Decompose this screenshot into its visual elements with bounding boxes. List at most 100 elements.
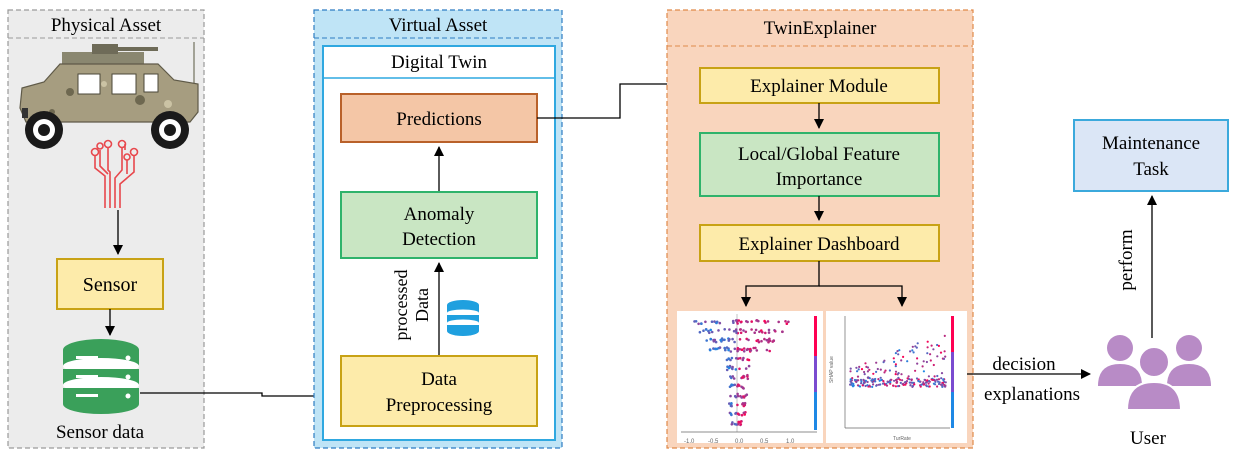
plot-dot — [733, 340, 736, 344]
plot-dot — [710, 330, 714, 334]
plot-dot — [894, 363, 898, 366]
plot-dot — [709, 337, 713, 341]
plot-dot — [911, 384, 915, 388]
plot-dot — [739, 423, 743, 426]
predictions-label: Predictions — [396, 109, 482, 130]
sensor-label: Sensor — [83, 274, 138, 296]
plot-dot — [730, 356, 734, 360]
plot-dot — [715, 321, 718, 325]
svg-text:SHAP value: SHAP value — [829, 356, 835, 383]
plot-dot — [874, 380, 877, 383]
plot-dot — [777, 320, 780, 324]
plot-dot — [746, 347, 750, 351]
plot-dot — [730, 404, 733, 408]
plot-dot — [864, 384, 867, 388]
plot-dot — [734, 412, 737, 415]
plot-dot — [864, 379, 868, 382]
plot-dot — [766, 320, 770, 323]
plot-dot — [928, 385, 931, 388]
svg-text:0.0: 0.0 — [735, 439, 744, 445]
plot-dot — [763, 337, 766, 341]
plot-dot — [932, 382, 936, 385]
plot-dot — [897, 385, 900, 388]
plot-dot — [728, 328, 731, 331]
plot-dot — [906, 377, 909, 380]
plot-dot — [732, 321, 735, 325]
plot-dot — [944, 384, 947, 387]
perform-label: perform — [1116, 229, 1137, 290]
plot-dot — [866, 384, 869, 387]
plot-dot — [875, 384, 878, 387]
svg-text:-0.5: -0.5 — [708, 439, 719, 445]
explainer-module-box: Explainer Module — [699, 67, 940, 104]
plot-dot — [916, 362, 919, 365]
feature-label-line2: Importance — [776, 169, 863, 190]
plot-dot — [861, 384, 864, 387]
plot-dot — [922, 370, 926, 373]
plot-dot — [874, 377, 877, 381]
plot-dot — [727, 339, 731, 342]
plot-dot — [738, 338, 742, 341]
plot-dot — [926, 352, 929, 355]
plot-dot — [849, 367, 852, 370]
plot-dot — [944, 381, 947, 384]
plot-dot — [712, 347, 715, 350]
anomaly-detection-box: Anomaly Detection — [340, 191, 538, 259]
plot-dot — [702, 329, 705, 333]
feature-importance-box: Local/Global Feature Importance — [699, 132, 940, 197]
user-group-icon — [1098, 335, 1211, 411]
plot-dot — [937, 378, 941, 381]
plot-dot — [733, 383, 737, 387]
plot-dot — [849, 383, 852, 386]
plot-dot — [866, 366, 870, 369]
plot-dot — [710, 320, 714, 324]
plot-dot — [877, 378, 880, 381]
plot-dot — [896, 350, 899, 353]
plot-dot — [940, 372, 944, 375]
plot-dot — [754, 328, 758, 332]
plot-dot — [937, 344, 941, 347]
plot-dot — [928, 379, 931, 383]
plot-dot — [763, 319, 766, 323]
plot-dot — [892, 357, 895, 360]
plot-dot — [936, 374, 939, 378]
plot-dot — [897, 372, 900, 375]
plot-dot — [925, 385, 928, 388]
plot-dot — [883, 383, 887, 386]
plot-dot — [852, 384, 855, 387]
plot-dot — [735, 331, 738, 335]
plot-dot — [927, 382, 930, 385]
plot-dot — [731, 337, 734, 341]
plot-dot — [871, 378, 875, 381]
anomaly-label-line2: Detection — [402, 229, 476, 250]
plot-dot — [858, 385, 862, 388]
plot-dot — [907, 375, 910, 378]
plot-dot — [737, 319, 741, 322]
plot-dot — [859, 378, 863, 381]
plot-dot — [916, 357, 919, 360]
plot-dot — [863, 380, 866, 383]
plot-dot — [868, 368, 871, 371]
plot-dot — [750, 320, 753, 323]
plot-dot — [863, 373, 866, 376]
plot-dot — [731, 375, 735, 378]
plot-dot — [915, 346, 918, 349]
plot-dot — [942, 381, 945, 384]
plot-dot — [894, 365, 897, 368]
plot-dot — [697, 322, 700, 326]
vehicle-wheel-icon — [25, 111, 63, 149]
plot-dot — [882, 380, 885, 383]
vehicle-wheel-icon — [151, 111, 189, 149]
plot-dot — [902, 355, 905, 358]
plot-dot — [742, 329, 745, 332]
svg-text:TurRate: TurRate — [893, 436, 911, 442]
plot-dot — [901, 379, 904, 382]
plot-dot — [738, 348, 742, 351]
plot-dot — [734, 395, 738, 399]
plot-dot — [897, 353, 900, 356]
plot-dot — [937, 382, 941, 386]
plot-dot — [749, 347, 752, 351]
plot-dot — [943, 350, 946, 353]
plot-dot — [932, 378, 936, 382]
plot-dot — [942, 357, 946, 360]
